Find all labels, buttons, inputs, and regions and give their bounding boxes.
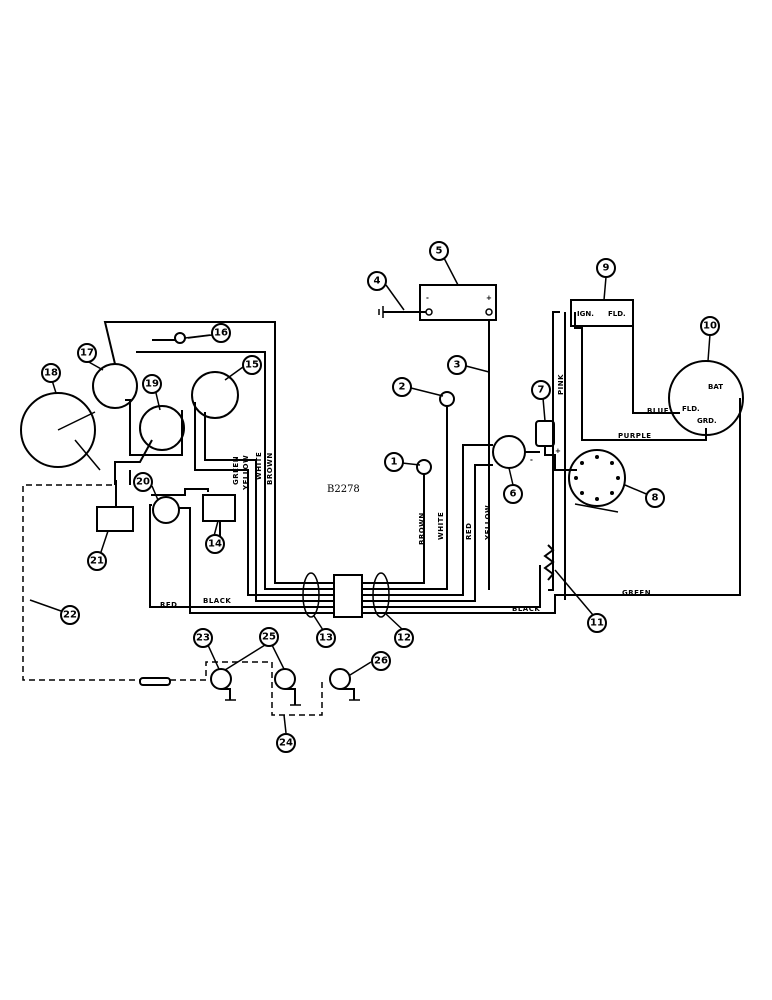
callout-26: 26: [371, 651, 391, 671]
svg-text:23: 23: [196, 633, 210, 644]
wire-label-black-left: BLACK: [203, 597, 231, 605]
component-22-connector: [139, 677, 171, 686]
terminal-bat: BAT: [708, 383, 723, 391]
callout-7: 7: [531, 380, 551, 400]
callout-23: 23: [193, 628, 213, 648]
component-7-coil: [535, 420, 555, 447]
callout-17: 17: [77, 343, 97, 363]
component-1-sensor: [416, 459, 432, 475]
svg-text:11: 11: [590, 618, 604, 629]
terminal-grd: GRD.: [697, 417, 717, 425]
wire-label-brown-vertical: BROWN: [266, 452, 274, 485]
callout-21: 21: [87, 551, 107, 571]
wire-label-green-right: GREEN: [622, 589, 651, 597]
callout-13: 13: [316, 628, 336, 648]
callout-6: 6: [503, 484, 523, 504]
callout-1: 1: [384, 452, 404, 472]
component-9-regulator: [570, 299, 634, 327]
callout-24: 24: [276, 733, 296, 753]
coil-minus: -: [530, 456, 533, 464]
wiring: [22, 306, 741, 716]
svg-text:12: 12: [397, 633, 411, 644]
callout-19: 19: [142, 374, 162, 394]
svg-text:15: 15: [245, 360, 259, 371]
coil-plus: +: [555, 447, 561, 455]
svg-text:17: 17: [80, 348, 94, 359]
component-6-gauge: [492, 435, 526, 469]
wire-label-red-left: RED: [160, 601, 177, 609]
svg-text:13: 13: [319, 633, 333, 644]
wire-label-brown-right: BROWN: [418, 512, 426, 545]
battery-plus: +: [486, 294, 492, 302]
callout-18: 18: [41, 363, 61, 383]
component-15-gauge: [191, 371, 239, 419]
callout-5: 5: [429, 241, 449, 261]
component-23-lamp: [210, 668, 232, 690]
terminal-ign: IGN.: [577, 310, 594, 318]
wire-label-white-right: WHITE: [437, 512, 445, 540]
svg-text:4: 4: [374, 276, 381, 287]
callout-20: 20: [133, 472, 153, 492]
svg-text:1: 1: [391, 457, 398, 468]
wire-label-green-vertical: GREEN: [232, 456, 240, 485]
component-16-indicator: [174, 332, 186, 344]
callout-14: 14: [205, 534, 225, 554]
callout-22: 22: [60, 605, 80, 625]
component-5-battery: [419, 284, 497, 321]
callout-25: 25: [259, 627, 279, 647]
svg-text:26: 26: [374, 656, 388, 667]
svg-text:19: 19: [145, 379, 159, 390]
callout-4: 4: [367, 271, 387, 291]
wire-label-yellow-right: YELLOW: [484, 505, 492, 541]
wire-label-yellow-vertical: YELLOW: [242, 455, 250, 491]
callout-11: 11: [587, 613, 607, 633]
callout-8: 8: [645, 488, 665, 508]
svg-text:14: 14: [208, 539, 222, 550]
component-14-box: [202, 494, 236, 522]
battery-minus: -: [426, 294, 429, 302]
svg-text:22: 22: [63, 610, 77, 621]
callout-leaders: [29, 257, 711, 734]
wire-label-blue: BLUE: [647, 407, 669, 415]
svg-text:20: 20: [136, 477, 150, 488]
terminal-fld-regulator: FLD.: [608, 310, 626, 318]
wire-label-red-right: RED: [465, 523, 473, 540]
callout-2: 2: [392, 377, 412, 397]
component-25-lamp: [274, 668, 296, 690]
svg-text:9: 9: [603, 263, 610, 274]
component-26-lamp: [329, 668, 351, 690]
svg-text:10: 10: [703, 321, 717, 332]
svg-text:7: 7: [538, 385, 545, 396]
callout-16: 16: [211, 323, 231, 343]
callout-3: 3: [447, 355, 467, 375]
svg-text:5: 5: [436, 246, 443, 257]
wire-label-white-vertical: WHITE: [255, 452, 263, 480]
svg-text:3: 3: [454, 360, 461, 371]
terminal-fld-generator: FLD.: [682, 405, 700, 413]
svg-text:6: 6: [510, 489, 517, 500]
svg-text:25: 25: [262, 632, 276, 643]
svg-text:18: 18: [44, 368, 58, 379]
svg-text:21: 21: [90, 556, 104, 567]
svg-text:2: 2: [399, 382, 406, 393]
component-19-gauge: [139, 405, 185, 451]
wire-label-pink: PINK: [557, 374, 565, 395]
callout-10: 10: [700, 316, 720, 336]
component-21-box: [96, 506, 134, 532]
junction-block: [333, 574, 363, 618]
callout-9: 9: [596, 258, 616, 278]
wire-label-black-right: BLACK: [512, 605, 540, 613]
svg-text:16: 16: [214, 328, 228, 339]
callout-12: 12: [394, 628, 414, 648]
drawing-number: B2278: [327, 484, 360, 495]
svg-text:24: 24: [279, 738, 293, 749]
wire-label-purple: PURPLE: [618, 432, 652, 440]
callout-15: 15: [242, 355, 262, 375]
component-2-sensor: [439, 391, 455, 407]
svg-text:8: 8: [652, 493, 659, 504]
component-20-switch: [152, 496, 180, 524]
